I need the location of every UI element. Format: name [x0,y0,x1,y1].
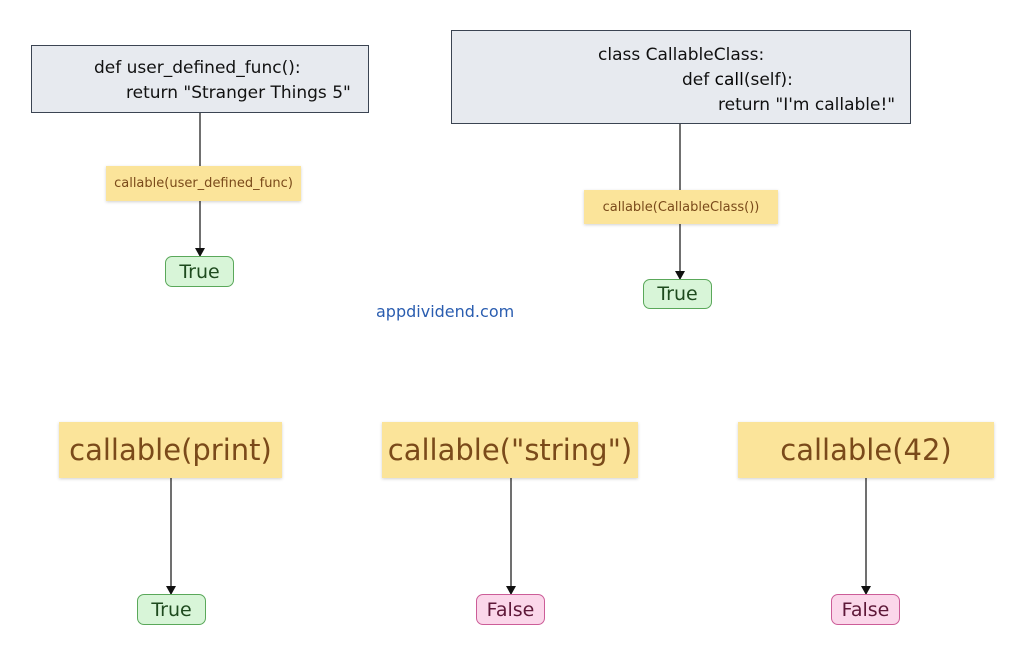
watermark-text: appdividend.com [376,302,515,321]
class-definition-box: class CallableClass: def call(self): ret… [451,30,911,124]
method-def-keyword: def [682,70,715,90]
class-method-return-line: return "I'm callable!" [718,95,896,115]
callable-42-label: callable(42) [738,422,994,478]
callable-user-defined-func-label: callable(user_defined_func) [106,166,301,201]
class-result-true-badge: True [643,279,712,309]
method-name: call [714,70,744,90]
callable-print-label: callable(print) [59,422,282,478]
function-return-line: return "Stranger Things 5" [126,83,351,103]
callable-callable-class-label: callable(CallableClass()) [584,190,778,224]
print-result-true-badge: True [137,594,206,625]
function-def-line: def user_defined_func(): [94,58,301,78]
string-result-false-badge: False [476,594,545,625]
class-def-line: class CallableClass: [598,45,765,65]
class-method-def-line: def call(self): [682,68,793,92]
function-definition-box: def user_defined_func(): return "Strange… [31,45,369,113]
int-result-false-badge: False [831,594,900,625]
method-params: (self): [743,70,793,90]
func-result-true-badge: True [165,256,234,287]
callable-string-label: callable("string") [382,422,638,478]
